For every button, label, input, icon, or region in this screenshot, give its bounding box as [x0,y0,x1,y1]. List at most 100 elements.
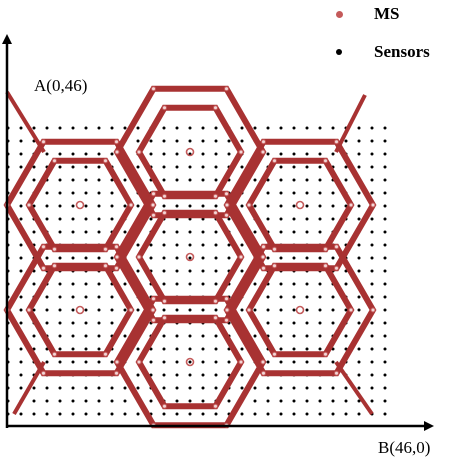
sensor-dot [188,282,192,286]
sensor-dot [175,165,179,169]
sensor-dot [123,334,127,338]
sensor-dot [292,230,296,234]
sensor-dot [110,321,114,325]
sensor-dot [84,178,88,182]
sensor-dot [318,399,322,403]
sensor-dot [97,230,101,234]
sensor-dot [344,230,348,234]
sensor-dot [71,204,75,208]
sensor-dot [292,295,296,299]
legend-item-sensors: Sensors [326,41,430,63]
sensor-dot [383,191,387,195]
ms-marker [114,359,120,365]
sensor-dot [188,256,192,260]
ms-marker [52,263,57,269]
sensor-dot [370,152,374,156]
sensor-dot [240,412,244,416]
sensor-dot [383,178,387,182]
sensor-dot [214,178,218,182]
sensor-dot [136,373,140,377]
sensor-dot [370,269,374,273]
sensor-dot [71,308,75,312]
ms-marker [41,139,46,145]
sensor-dot [266,308,270,312]
sensor-dot [227,256,231,260]
sensor-dot [110,256,114,260]
sensor-dot [370,360,374,364]
sensor-dot [19,386,23,390]
sensor-dot [58,347,62,351]
sensor-dot [292,347,296,351]
sensor-dot [344,308,348,312]
sensor-dot [162,139,166,143]
sensor-dot [97,386,101,390]
sensor-dot [97,308,101,312]
sensor-dot [253,204,257,208]
sensor-dot [331,191,335,195]
sensor-dot [71,321,75,325]
sensor-dot [97,256,101,260]
sensor-dot [318,178,322,182]
sensor-dot [19,204,23,208]
sensor-dot [110,295,114,299]
sensor-dot [110,126,114,130]
sensor-dot [253,126,257,130]
sensor-dot [240,139,244,143]
sensor-dot [175,230,179,234]
corner-label-b: B(46,0) [378,438,431,457]
sensor-dot [58,152,62,156]
sensor-dot [383,308,387,312]
sensor-dot [318,347,322,351]
legend-label-sensors: Sensors [374,42,430,61]
sensor-dot [201,165,205,169]
sensor-dot [162,204,166,208]
ms-marker [185,252,195,262]
sensor-dot [32,282,36,286]
sensor-dot [84,191,88,195]
sensor-dot [97,412,101,416]
ms-marker [41,370,46,376]
sensor-dot [240,347,244,351]
ms-marker [323,351,328,357]
sensor-dot [292,412,296,416]
sensor-dot [58,399,62,403]
sensor-dot [19,243,23,247]
sensor-dot [331,360,335,364]
sensor-dot [279,165,283,169]
sensor-dot [279,321,283,325]
sensor-dot [19,360,23,364]
sensor-dot [84,321,88,325]
sensor-dot [383,217,387,221]
sensor-dot [305,282,309,286]
sensor-dot [292,308,296,312]
sensor-dot [201,282,205,286]
ms-marker [323,158,328,164]
ms-marker [185,147,195,157]
ms-marker [136,359,142,365]
sensor-dot [318,412,322,416]
ms-marker [114,254,120,260]
sensor-dot [201,243,205,247]
sensor-dot [370,165,374,169]
ms-marker [213,315,218,321]
sensor-dot [370,386,374,390]
sensor-dot [240,386,244,390]
sensor-dot [357,139,361,143]
sensor-dot [149,399,153,403]
sensor-dot [344,139,348,143]
sensor-dot [32,412,36,416]
ms-marker [103,263,108,269]
sensor-dot [136,269,140,273]
ms-marker [370,307,376,313]
sensor-dot [357,308,361,312]
sensor-dot [110,399,114,403]
sensor-dot [162,126,166,130]
sensor-dot [370,282,374,286]
sensor-dot [58,256,62,260]
sensor-dot [357,360,361,364]
sensor-dot [331,152,335,156]
sensor-dot [123,308,127,312]
sensor-dot [123,204,127,208]
sensor-dot [292,217,296,221]
sensor-dot [266,412,270,416]
